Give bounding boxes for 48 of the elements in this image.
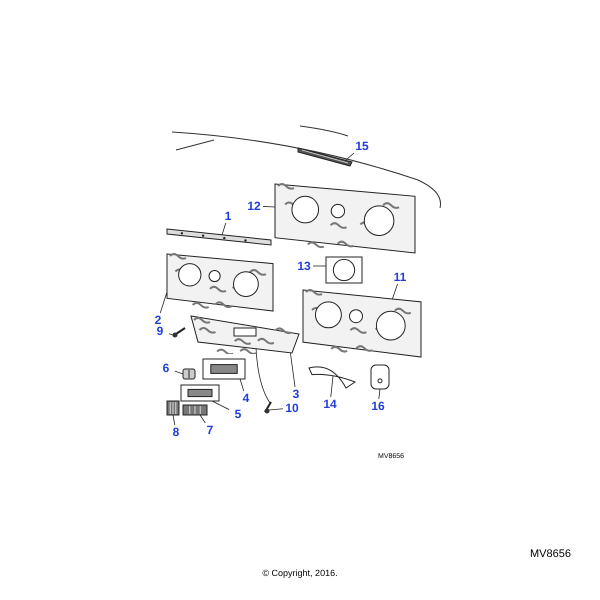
callout-number: 8: [167, 425, 185, 439]
clip-drawing: [182, 368, 196, 380]
leader-line: [174, 370, 184, 374]
mounting-plate-drawing: [370, 364, 390, 390]
callout-number: 10: [283, 401, 301, 415]
screw-drawing: [264, 400, 274, 414]
wire: [256, 348, 270, 404]
leader-line: [378, 388, 380, 400]
callout-number: 7: [201, 423, 219, 437]
callout-number: 5: [229, 407, 247, 421]
callout-number: 11: [391, 270, 409, 284]
callout-number: 15: [353, 139, 371, 153]
leader-line: [262, 206, 276, 208]
leader-line: [392, 284, 398, 300]
trim-strip-drawing: [166, 228, 272, 246]
lower-panel-drawing: [190, 314, 300, 354]
callout-number: 13: [295, 259, 313, 273]
housing-drawing: [202, 358, 246, 380]
callout-number: 9: [151, 324, 169, 338]
callout-number: 12: [245, 199, 263, 213]
callout-number: 16: [369, 399, 387, 413]
leader-line: [160, 292, 168, 314]
leader-line: [330, 376, 334, 398]
leader-line: [222, 222, 226, 236]
vent-strip-drawing: [296, 146, 354, 168]
switch-block-drawing: [182, 404, 208, 416]
callout-number: 3: [287, 387, 305, 401]
callout-number: 2: [149, 313, 167, 327]
leader-line: [240, 378, 244, 392]
callout-number: 4: [237, 391, 255, 405]
gasket-drawing: [325, 256, 363, 284]
leader-line: [168, 333, 174, 336]
leader-line: [346, 152, 354, 160]
callout-number: 6: [157, 361, 175, 375]
insulation-panel-drawing: [302, 286, 422, 358]
switch-block-drawing: [166, 400, 180, 416]
leader-line: [172, 414, 176, 426]
insulation-panel-drawing: [166, 250, 274, 312]
callout-number: 1: [219, 209, 237, 223]
screw-drawing: [172, 326, 188, 338]
housing-drawing: [180, 384, 220, 402]
leader-line: [212, 400, 230, 410]
copyright-note: © Copyright, 2016.: [261, 567, 339, 580]
leader-line: [268, 408, 284, 410]
drawing-number: MV8656: [530, 547, 571, 562]
insulation-panel-drawing: [274, 180, 416, 254]
leader-line: [200, 414, 206, 424]
callout-number: 14: [321, 397, 339, 411]
